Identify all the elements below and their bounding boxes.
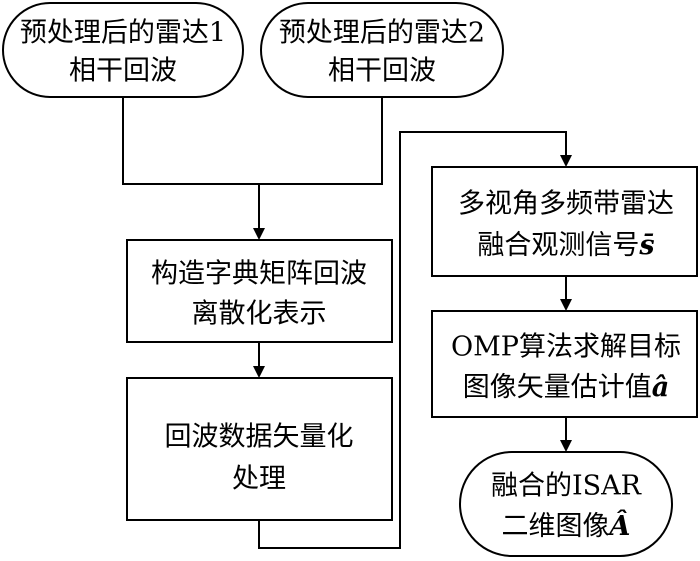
node-omp-line2-text: 图像矢量估计值 [463,372,652,403]
node-radar2-line1: 预处理后的雷达2 [279,18,485,49]
node-vectorize-line1: 回波数据矢量化 [165,422,354,453]
node-result-symbol: Â [607,509,631,542]
node-result-line1: 融合的ISAR [491,471,642,502]
node-radar1-line2: 相干回波 [69,56,177,87]
node-omp: OMP算法求解目标 图像矢量估计值â [431,310,698,418]
arrow-into-multiview [560,155,572,167]
node-multiview-line2-text: 融合观测信号 [477,230,639,261]
node-result-line2: 二维图像Â [502,509,631,542]
node-radar2: 预处理后的雷达2 相干回波 [260,2,504,98]
node-result-shape [459,451,673,557]
node-dictionary: 构造字典矩阵回波 离散化表示 [126,239,393,343]
node-dictionary-shape [126,239,393,343]
arrow-into-result [560,440,572,452]
node-multiview: 多视角多频带雷达 融合观测信号s̄ [431,166,698,277]
connectors [122,97,572,549]
node-dictionary-line1: 构造字典矩阵回波 [151,259,367,290]
arrow-into-omp [560,299,572,311]
node-omp-shape [431,310,698,418]
node-radar2-shape [260,2,504,98]
node-vectorize-line2: 处理 [232,464,286,495]
arrow-into-vectorize [253,366,265,378]
node-result: 融合的ISAR 二维图像Â [459,451,673,557]
node-multiview-line2: 融合观测信号s̄ [477,230,654,261]
connector-radar2-to-merge [259,97,383,185]
node-omp-line2: 图像矢量估计值â [463,372,670,403]
node-radar2-line2: 相干回波 [328,56,436,87]
node-result-line2-text: 二维图像 [502,511,610,542]
connector-radar1-to-merge [122,97,259,185]
node-omp-symbol: â [652,372,670,403]
arrow-into-dictionary [253,228,265,240]
node-multiview-line1: 多视角多频带雷达 [458,189,674,220]
node-radar1-line1: 预处理后的雷达1 [20,18,226,49]
node-vectorize-shape [126,377,393,521]
node-omp-line1: OMP算法求解目标 [451,332,681,363]
node-radar1-shape [2,2,244,98]
node-vectorize: 回波数据矢量化 处理 [126,377,393,521]
node-radar1: 预处理后的雷达1 相干回波 [2,2,244,98]
node-dictionary-line2: 离散化表示 [192,299,327,330]
node-multiview-symbol: s̄ [638,230,654,261]
node-multiview-shape [431,166,698,277]
connector-vectorize-to-multiview [258,131,567,549]
